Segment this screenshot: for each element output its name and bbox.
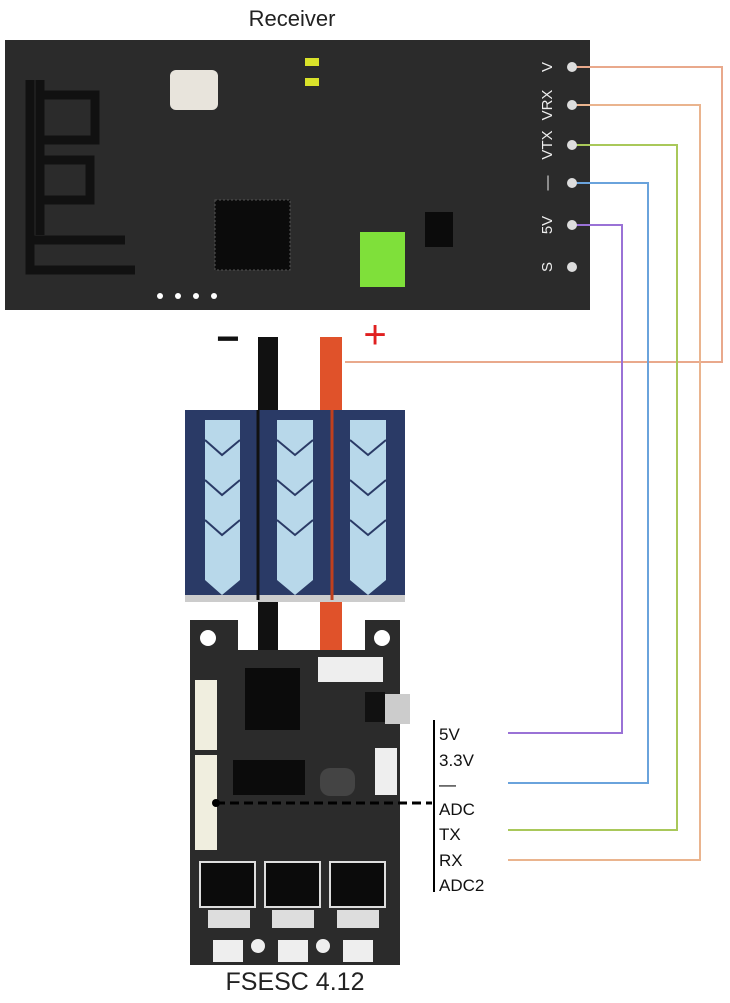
esc-pin-gnd: — (439, 775, 456, 794)
esc-title: FSESC 4.12 (226, 968, 365, 996)
receiver-title: Receiver (249, 6, 336, 31)
negative-label: − (216, 317, 239, 361)
pin-label-vtx: VTX (539, 130, 556, 159)
positive-label: + (363, 313, 386, 357)
esc-mcu (245, 668, 300, 730)
esc-board (190, 620, 410, 965)
esc-pin-5v: 5V (439, 725, 460, 744)
wire-5v (508, 224, 623, 734)
esc-pin-adc: ADC (439, 800, 475, 819)
signal-wires (345, 66, 723, 861)
esc-pin-3v3: 3.3V (439, 751, 475, 770)
receiver-board (5, 40, 590, 310)
pin-label-5v: 5V (539, 216, 556, 234)
side-connector-2 (195, 755, 217, 850)
regulator (425, 212, 453, 247)
green-component (360, 232, 405, 287)
esc-pin-rx: RX (439, 851, 463, 870)
battery-pack (185, 410, 405, 602)
power-connector (318, 657, 383, 682)
esc-pin-tx: TX (439, 825, 461, 844)
right-connector (375, 748, 397, 795)
pin-label-vrx: VRX (539, 90, 556, 121)
esc-pin-adc2: ADC2 (439, 876, 484, 895)
wire-vtx (508, 144, 678, 831)
pin-label-gnd: — (539, 176, 556, 191)
antenna-trace (25, 80, 135, 275)
wire-gnd (508, 182, 649, 784)
receiver-pin-labels: V VRX VTX — 5V S (539, 62, 556, 272)
pin-label-v: V (539, 62, 556, 72)
receiver-pins (567, 62, 577, 272)
esc-pin-labels: 5V 3.3V — ADC TX RX ADC2 (439, 725, 484, 895)
wire-v (345, 66, 723, 363)
mcu-chip (214, 199, 291, 271)
usb-port (385, 694, 410, 724)
pin-label-s: S (539, 262, 556, 272)
crystal (170, 70, 218, 110)
side-connector-1 (195, 680, 217, 750)
wire-vrx (508, 104, 701, 861)
